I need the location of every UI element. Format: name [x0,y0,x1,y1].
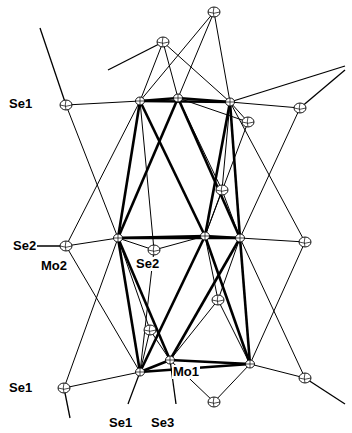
bond-line [140,42,163,101]
atom-ellipsoid [136,368,145,376]
bond-line [128,372,140,404]
bond-line [178,98,240,238]
atom-label: Se1 [8,97,33,111]
atom-ellipsoid [216,185,228,195]
bond-line [170,300,218,360]
bond-line [178,12,214,98]
atom-ellipsoid [212,295,224,305]
bond-line [205,236,250,364]
bond-line [240,238,305,242]
atom-label: Se1 [8,381,33,395]
bond-line [64,372,140,388]
bond-line [214,12,230,102]
atom-ellipsoid [144,325,156,335]
atom-ellipsoid [60,241,72,251]
atom-ellipsoid [299,237,311,247]
atom-ellipsoid [114,234,123,242]
atom-ellipsoid [299,373,311,383]
atom-ellipsoid [226,98,235,106]
bond-line [300,70,345,108]
atom-ellipsoid [60,100,72,110]
bond-line [140,101,230,102]
bond-line [305,378,345,404]
atom-ellipsoid [294,103,306,113]
bond-line [118,237,240,240]
bond-line [240,238,305,378]
atom-ellipsoid [148,245,160,255]
atom-ellipsoid [58,383,70,393]
bond-line [163,42,230,102]
bond-line [240,238,250,364]
bond-line [250,242,305,364]
bond-line [66,101,140,105]
bond-line [205,102,230,236]
bond-line [230,102,300,108]
atom-ellipsoid [236,234,245,242]
bond-line [170,360,250,364]
atom-ellipsoid [208,397,220,407]
bond-line [64,238,118,388]
bond-line [250,364,305,378]
atom-ellipsoid [242,117,254,127]
atoms [58,7,311,407]
atom-ellipsoid [246,360,255,368]
mo-mo-bonds [118,98,250,372]
atom-label: Se1 [108,416,133,430]
bond-line [108,42,163,70]
atom-label: Se3 [150,416,175,430]
bond-line [40,28,66,105]
outer-bonds [28,28,345,418]
bond-line [118,101,140,238]
bond-line [140,101,205,236]
atom-label: Se2 [12,239,37,253]
bond-line [140,12,214,101]
se-mo-bonds [64,12,305,402]
bond-line [66,105,118,238]
atom-ellipsoid [166,356,175,364]
atom-label: Mo1 [172,365,200,379]
bond-line [66,238,118,246]
atom-ellipsoid [157,37,169,47]
bond-line [118,238,170,360]
atom-label: Mo2 [40,259,68,273]
atom-ellipsoid [201,232,210,240]
bond-line [118,98,178,238]
atom-ellipsoid [174,94,183,102]
bond-line [163,42,178,98]
bond-line [170,238,240,360]
atom-ellipsoid [136,97,145,105]
bond-line [214,364,250,402]
bond-line [140,330,150,372]
bond-line [230,102,305,242]
atom-ellipsoid [208,7,220,17]
bond-line [66,101,140,246]
atom-label: Se2 [135,257,160,271]
bond-line [230,102,240,238]
bond-line [240,108,300,238]
